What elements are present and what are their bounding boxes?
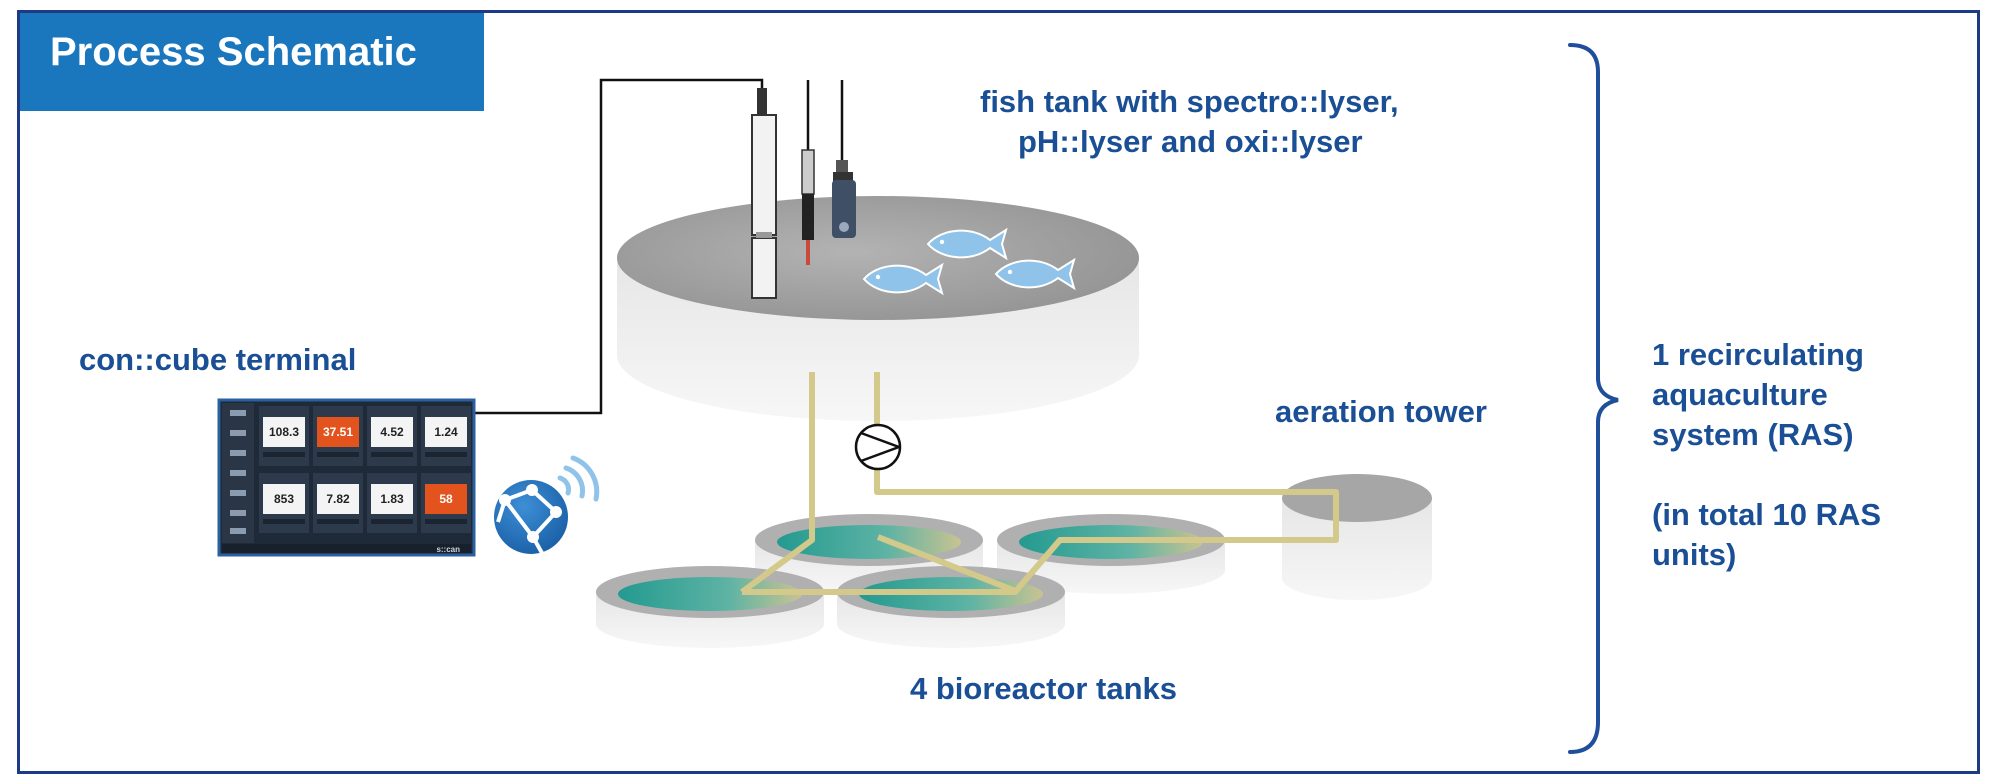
title-banner bbox=[20, 13, 484, 111]
fish-tank bbox=[617, 196, 1139, 421]
fish-tank-label-line1: fish tank with spectro::lyser, bbox=[980, 84, 1399, 119]
oxi-probe-icon bbox=[832, 160, 856, 238]
terminal-tile-value: 7.82 bbox=[326, 492, 350, 506]
ph-probe-icon bbox=[801, 149, 815, 265]
bioreactor-tank-2 bbox=[997, 514, 1225, 594]
ras-label-line3: system (RAS) bbox=[1652, 417, 1854, 452]
globe-wifi-icon bbox=[494, 455, 600, 554]
bioreactor-label: 4 bioreactor tanks bbox=[910, 671, 1178, 706]
ras-label-line2: aquaculture bbox=[1652, 377, 1828, 412]
fish-icon bbox=[862, 227, 1076, 296]
bioreactor-tank-3 bbox=[596, 566, 824, 648]
terminal-tile-value-box bbox=[371, 417, 413, 447]
terminal-tile-value: 4.52 bbox=[380, 425, 404, 439]
total-label-line2: units) bbox=[1652, 537, 1737, 572]
terminal-tile-value: 1.24 bbox=[434, 425, 458, 439]
terminal-tile-status-bar bbox=[263, 519, 305, 524]
terminal-tile-value: 853 bbox=[274, 492, 294, 506]
terminal-label: con::cube terminal bbox=[79, 342, 357, 377]
sensor-probe-icon bbox=[751, 88, 777, 299]
terminal-tile-status-bar bbox=[425, 452, 467, 457]
terminal-tile-value-box bbox=[317, 484, 359, 514]
terminal-brand: s::can bbox=[436, 545, 460, 554]
terminal-tile-value-box bbox=[371, 484, 413, 514]
terminal-tile-status-bar bbox=[317, 452, 359, 457]
aeration-tower bbox=[1282, 474, 1432, 600]
terminal-tile-status-bar bbox=[371, 519, 413, 524]
pump-icon bbox=[854, 423, 902, 471]
terminal-tile-status-bar bbox=[263, 452, 305, 457]
fish-tank-label-line2: pH::lyser and oxi::lyser bbox=[1018, 124, 1363, 159]
terminal-tile-value: 108.3 bbox=[269, 425, 299, 439]
terminal-tile-value-box bbox=[425, 484, 467, 514]
terminal-tile-value-box bbox=[317, 417, 359, 447]
total-label-line1: (in total 10 RAS bbox=[1652, 497, 1882, 532]
terminal-tile-status-bar bbox=[317, 519, 359, 524]
terminal-tile-status-bar bbox=[371, 452, 413, 457]
sensor-cable bbox=[472, 78, 844, 415]
diagram-frame bbox=[17, 10, 1980, 774]
terminal-tile-value: 58 bbox=[439, 492, 453, 506]
terminal-tile-status-bar bbox=[425, 519, 467, 524]
terminal-tile-value-box bbox=[425, 417, 467, 447]
terminal-tile-value-box bbox=[263, 484, 305, 514]
terminal-tile-value: 1.83 bbox=[380, 492, 404, 506]
terminal-tiles: 108.3 37.51 4.52 1.24 853 7.82 1.83 58 bbox=[259, 406, 471, 533]
bracket-icon bbox=[1568, 43, 1619, 754]
aeration-tower-label: aeration tower bbox=[1275, 394, 1487, 429]
ras-label-line1: 1 recirculating bbox=[1652, 337, 1864, 372]
terminal-tile-value-box bbox=[263, 417, 305, 447]
terminal-tile-value: 37.51 bbox=[323, 425, 353, 439]
page-title: Process Schematic bbox=[50, 30, 417, 74]
